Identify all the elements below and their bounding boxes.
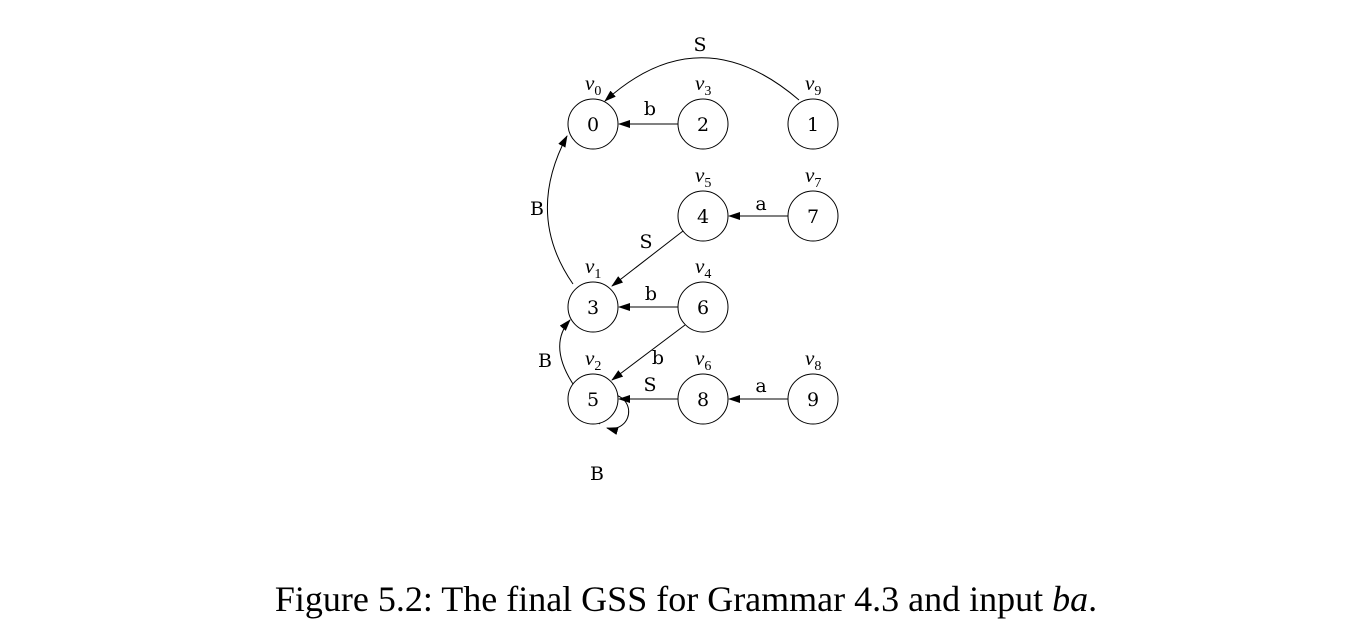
- edge-label-v6-v2: S: [643, 374, 656, 396]
- edge-label-v1-v0: B: [530, 198, 544, 220]
- node-circle-v4: [677, 281, 729, 333]
- node-name-base-v4: v: [695, 254, 705, 278]
- node-name-sub-v2: 2: [594, 359, 601, 374]
- node-v2: 5 v2: [567, 346, 619, 425]
- edge-v1-v0: B: [530, 135, 574, 285]
- edge-label-v8-v6: a: [755, 375, 766, 397]
- node-v5: 4 v5: [677, 163, 729, 242]
- node-name-v6: v6: [695, 346, 711, 374]
- node-v6: 8 v6: [677, 346, 729, 425]
- node-state-v2: 5: [587, 389, 599, 411]
- edge-label-v3-v0: b: [644, 98, 656, 120]
- node-name-base-v8: v: [805, 346, 815, 370]
- node-name-sub-v7: 7: [814, 176, 821, 191]
- node-name-base-v1: v: [585, 254, 595, 278]
- node-name-base-v0: v: [585, 71, 595, 95]
- edge-label-v7-v5: a: [755, 193, 766, 215]
- node-circle-v5: [677, 190, 729, 242]
- node-state-v0: 0: [587, 114, 599, 136]
- edge-label-v4-v2: b: [652, 347, 664, 369]
- node-name-base-v6: v: [695, 346, 705, 370]
- edge-line-v9-v0: [604, 57, 800, 102]
- node-v8: 9 v8: [787, 346, 839, 425]
- node-state-v8: 9: [807, 389, 819, 411]
- node-name-v8: v8: [805, 346, 821, 374]
- edge-label-v4-v1: b: [645, 283, 657, 305]
- edge-v4-v2: b: [611, 324, 686, 381]
- node-circle-v8: [787, 373, 839, 425]
- node-v7: 7v7: [787, 163, 839, 242]
- node-state-v4: 6: [697, 297, 709, 319]
- node-name-sub-v1: 1: [594, 267, 601, 282]
- node-v4: 6 v4: [677, 254, 729, 333]
- node-name-base-v9: v: [805, 71, 815, 95]
- node-state-v5: 4: [697, 206, 709, 228]
- edge-line-v5-v1: [611, 230, 684, 287]
- edge-label-v9-v0: S: [693, 34, 706, 56]
- node-state-v3: 2: [697, 114, 709, 136]
- node-name-sub-v3: 3: [704, 84, 711, 99]
- node-name-v2: v2: [585, 346, 601, 374]
- node-name-v5: v5: [695, 163, 711, 191]
- node-name-sub-v0: 0: [594, 84, 601, 99]
- node-circle-v2: [567, 373, 619, 425]
- caption-suffix: .: [1088, 579, 1098, 619]
- edge-label-v2-v1: B: [538, 350, 552, 372]
- edge-v7-v5: a: [728, 193, 788, 220]
- node-circle-v6: [677, 373, 729, 425]
- figure-caption: Figure 5.2: The final GSS for Grammar 4.…: [0, 578, 1352, 620]
- node-name-base-v3: v: [695, 71, 705, 95]
- node-name-sub-v4: 4: [704, 267, 711, 282]
- edge-label-v2-v2: B: [590, 463, 604, 485]
- edge-line-v4-v2: [611, 324, 686, 381]
- node-circle-v0: [567, 98, 619, 150]
- edge-v4-v1: b: [618, 283, 678, 311]
- node-circle-v7: [787, 190, 839, 242]
- node-name-v9: v9: [805, 71, 821, 99]
- node-v3: 2 v3: [677, 71, 729, 150]
- node-name-sub-v5: 5: [704, 176, 711, 191]
- node-name-sub-v8: 8: [814, 359, 821, 374]
- caption-prefix: Figure 5.2: The final GSS for Grammar 4.…: [274, 579, 1053, 619]
- node-v1: 3 v1: [567, 254, 619, 333]
- edge-v6-v2: S: [618, 374, 678, 403]
- node-name-base-v2: v: [585, 346, 595, 370]
- caption-input: ba: [1052, 579, 1089, 619]
- edge-v2-v1: B: [538, 319, 574, 385]
- node-v0: 0v0: [567, 71, 619, 150]
- node-name-base-v5: v: [695, 163, 705, 187]
- edge-line-v2-v1: [559, 319, 574, 385]
- node-circle-v9: [787, 98, 839, 150]
- node-state-v1: 3: [587, 297, 599, 319]
- node-name-sub-v6: 6: [704, 359, 711, 374]
- node-name-v7: v7: [805, 163, 821, 191]
- edge-v3-v0: b: [618, 98, 678, 128]
- node-name-v1: v1: [585, 254, 601, 282]
- edge-line-v1-v0: [546, 135, 574, 285]
- node-state-v9: 1: [807, 114, 819, 136]
- node-state-v6: 8: [697, 389, 709, 411]
- node-name-v3: v3: [695, 71, 711, 99]
- node-name-base-v7: v: [805, 163, 815, 187]
- edge-v9-v0: S: [604, 34, 800, 102]
- node-circle-v1: [567, 281, 619, 333]
- node-circle-v3: [677, 98, 729, 150]
- edge-v5-v1: S: [611, 230, 684, 287]
- node-name-v4: v4: [695, 254, 711, 282]
- node-name-v0: v0: [585, 71, 601, 99]
- node-v9: 1 v9: [787, 71, 839, 150]
- node-name-sub-v9: 9: [814, 84, 821, 99]
- node-state-v7: 7: [807, 206, 819, 228]
- edge-v8-v6: a: [728, 375, 788, 403]
- edge-label-v5-v1: S: [639, 231, 652, 253]
